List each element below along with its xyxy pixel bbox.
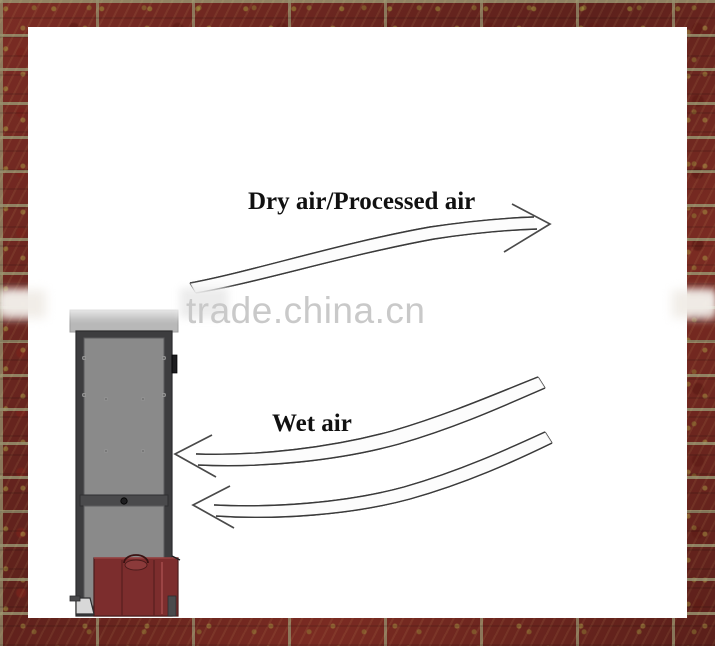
machine-cable (171, 555, 181, 561)
tank-handle (123, 554, 149, 564)
panel-screw-icon (82, 355, 87, 360)
machine-rail-knob (120, 497, 128, 505)
panel-screw-icon (141, 397, 145, 401)
wet-air-label-text: Wet air (272, 410, 352, 437)
machine-top-plate (69, 309, 179, 333)
watermark-ghost-edge-right (672, 290, 715, 318)
machine-upper-panel (83, 337, 165, 496)
watermark-text: trade.china.cn (186, 290, 426, 331)
panel-screw-icon (141, 449, 145, 453)
machine-caster-foot (75, 597, 95, 615)
wet-air-label: Wet air (268, 408, 356, 440)
wet-air-arrow-upper (173, 376, 546, 478)
machine-body (69, 309, 181, 617)
dry-air-label: Dry air/Processed air (244, 186, 480, 218)
panel-screw-icon (162, 392, 167, 397)
panel-screw-icon (104, 397, 108, 401)
tank-handle-plate (124, 559, 148, 571)
machine-rear-leg (167, 595, 177, 617)
watermark-ghost-edge-left (0, 290, 46, 318)
machine-side-handle (171, 354, 178, 374)
watermark-ghost-left (180, 288, 228, 318)
panel-screw-icon (82, 392, 87, 397)
panel-screw-icon (104, 449, 108, 453)
panel-screw-icon (162, 355, 167, 360)
wet-air-arrow-lower (191, 431, 553, 529)
machine-foot-bracket (69, 595, 81, 602)
dry-air-label-text: Dry air/Processed air (248, 188, 476, 215)
dry-air-arrow (189, 203, 552, 294)
